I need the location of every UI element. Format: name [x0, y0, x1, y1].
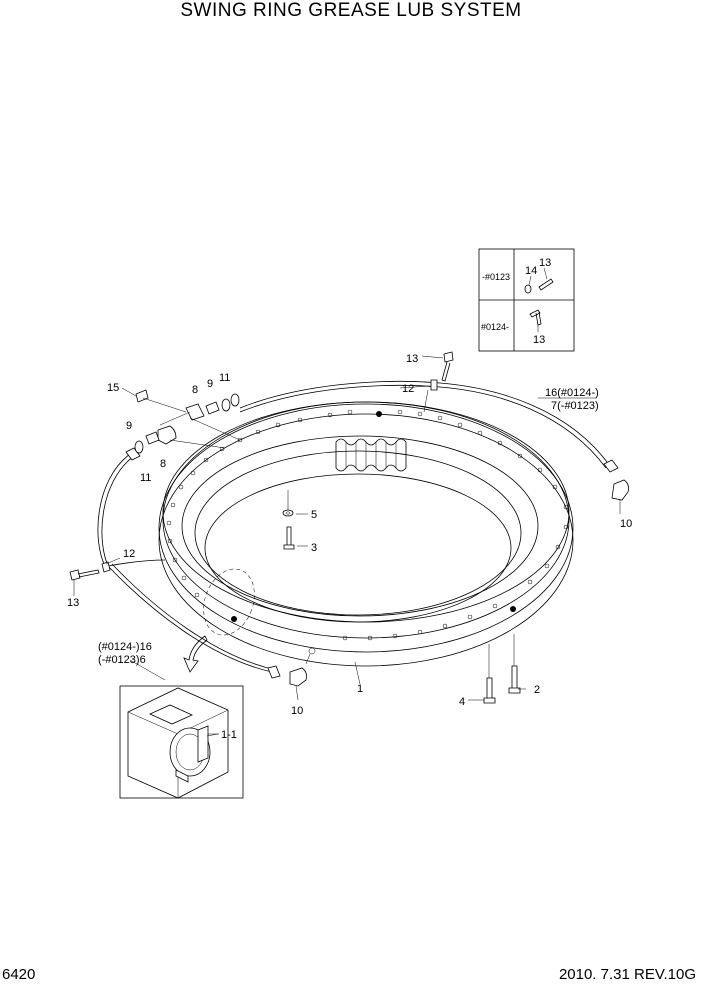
inset-serial-row2: #0124-: [481, 322, 509, 332]
inset-bolt-row2-icon: [529, 309, 542, 326]
bolt-3-icon: [283, 526, 295, 550]
inset-part-13-row1: 13: [539, 257, 551, 269]
bolt-13-top-icon: [441, 351, 454, 382]
callout-15: 15: [107, 382, 119, 394]
callout-2: 2: [534, 684, 540, 696]
serial-inset-table: -#0123 #0124- 14 13 13: [478, 248, 575, 352]
callout-8-top: 8: [192, 384, 198, 396]
callout-10-bottom: 10: [291, 705, 303, 717]
callout-hose-right-b: 7(-#0123): [551, 400, 599, 412]
detail-inset-1-1: [119, 685, 244, 799]
callout-12-left: 12: [123, 548, 135, 560]
callout-11-top: 11: [219, 372, 230, 384]
detail-circle: [203, 568, 255, 636]
callout-10-right: 10: [620, 518, 632, 530]
fittings-cluster: [134, 389, 241, 454]
bolt-2-icon: [508, 665, 521, 694]
callout-5: 5: [311, 509, 317, 521]
fitting-12-top-icon: [430, 379, 438, 391]
callout-13-top: 13: [406, 353, 418, 365]
bolt-4-icon: [483, 677, 496, 704]
callout-hose-right-a: 16(#0124-): [545, 387, 599, 399]
elbow-fitting-bottom-icon: [289, 667, 307, 687]
inset-serial-row1: -#0123: [482, 272, 510, 282]
callout-13-left: 13: [67, 597, 79, 609]
grease-point-right: [510, 606, 516, 612]
detail-arrow-icon: [183, 635, 208, 673]
leader-lines: [73, 355, 621, 735]
callout-hose-left-a: (#0124-)16: [98, 641, 152, 653]
callout-labels: 15 8 9 11 9 8 11 13 12 16(#0124-) 7(-#01…: [67, 353, 632, 741]
hose-left-end-fitting-icon: [267, 665, 281, 679]
callout-3: 3: [311, 542, 317, 554]
ring-gear-teeth: [335, 438, 407, 472]
callout-12-top: 12: [402, 383, 414, 395]
fitting-12-left-icon: [101, 561, 111, 573]
loose-hardware: [282, 490, 521, 704]
inset-part-13-row2: 13: [533, 334, 545, 346]
oring-11-left-icon: [134, 440, 144, 454]
hose-left-top-fitting-icon: [125, 447, 141, 461]
oring-11-top-icon: [221, 398, 231, 412]
elbow-fitting-right-icon: [611, 479, 629, 501]
hose-right-end-fitting-icon: [603, 459, 619, 473]
callout-hose-left-b: (-#0123)6: [98, 654, 146, 666]
hose-left: [69, 447, 316, 687]
callout-11-left: 11: [140, 472, 151, 484]
bolt-13-left-icon: [69, 569, 100, 581]
elbow-8-left-icon: [157, 425, 177, 445]
adapter-8-top-icon: [185, 403, 205, 421]
callout-8-left: 8: [160, 458, 166, 470]
hose-right: [239, 351, 629, 501]
revision-date: 2010. 7.31 REV.10G: [558, 966, 696, 983]
grease-point-top: [376, 411, 382, 417]
callout-1: 1: [357, 683, 363, 695]
fitting-9-top-icon: [205, 401, 220, 415]
inset-bolt-icon: [538, 278, 554, 291]
callout-9-top: 9: [207, 378, 213, 390]
ring-bolt-holes: [166, 409, 569, 641]
callout-1-1: 1-1: [221, 729, 237, 741]
inset-part-14: 14: [525, 265, 537, 277]
page-title: SWING RING GREASE LUB SYSTEM: [180, 0, 522, 21]
page-number: 6420: [2, 966, 36, 983]
plug-15-icon: [135, 389, 149, 403]
callout-4: 4: [459, 696, 465, 708]
inset-washer-icon: [524, 284, 532, 294]
swing-ring: [158, 401, 574, 667]
callout-9-left: 9: [126, 420, 132, 432]
grease-point-left: [231, 616, 237, 622]
washer-5-icon: [282, 509, 294, 517]
fitting-9-left-icon: [145, 431, 160, 445]
